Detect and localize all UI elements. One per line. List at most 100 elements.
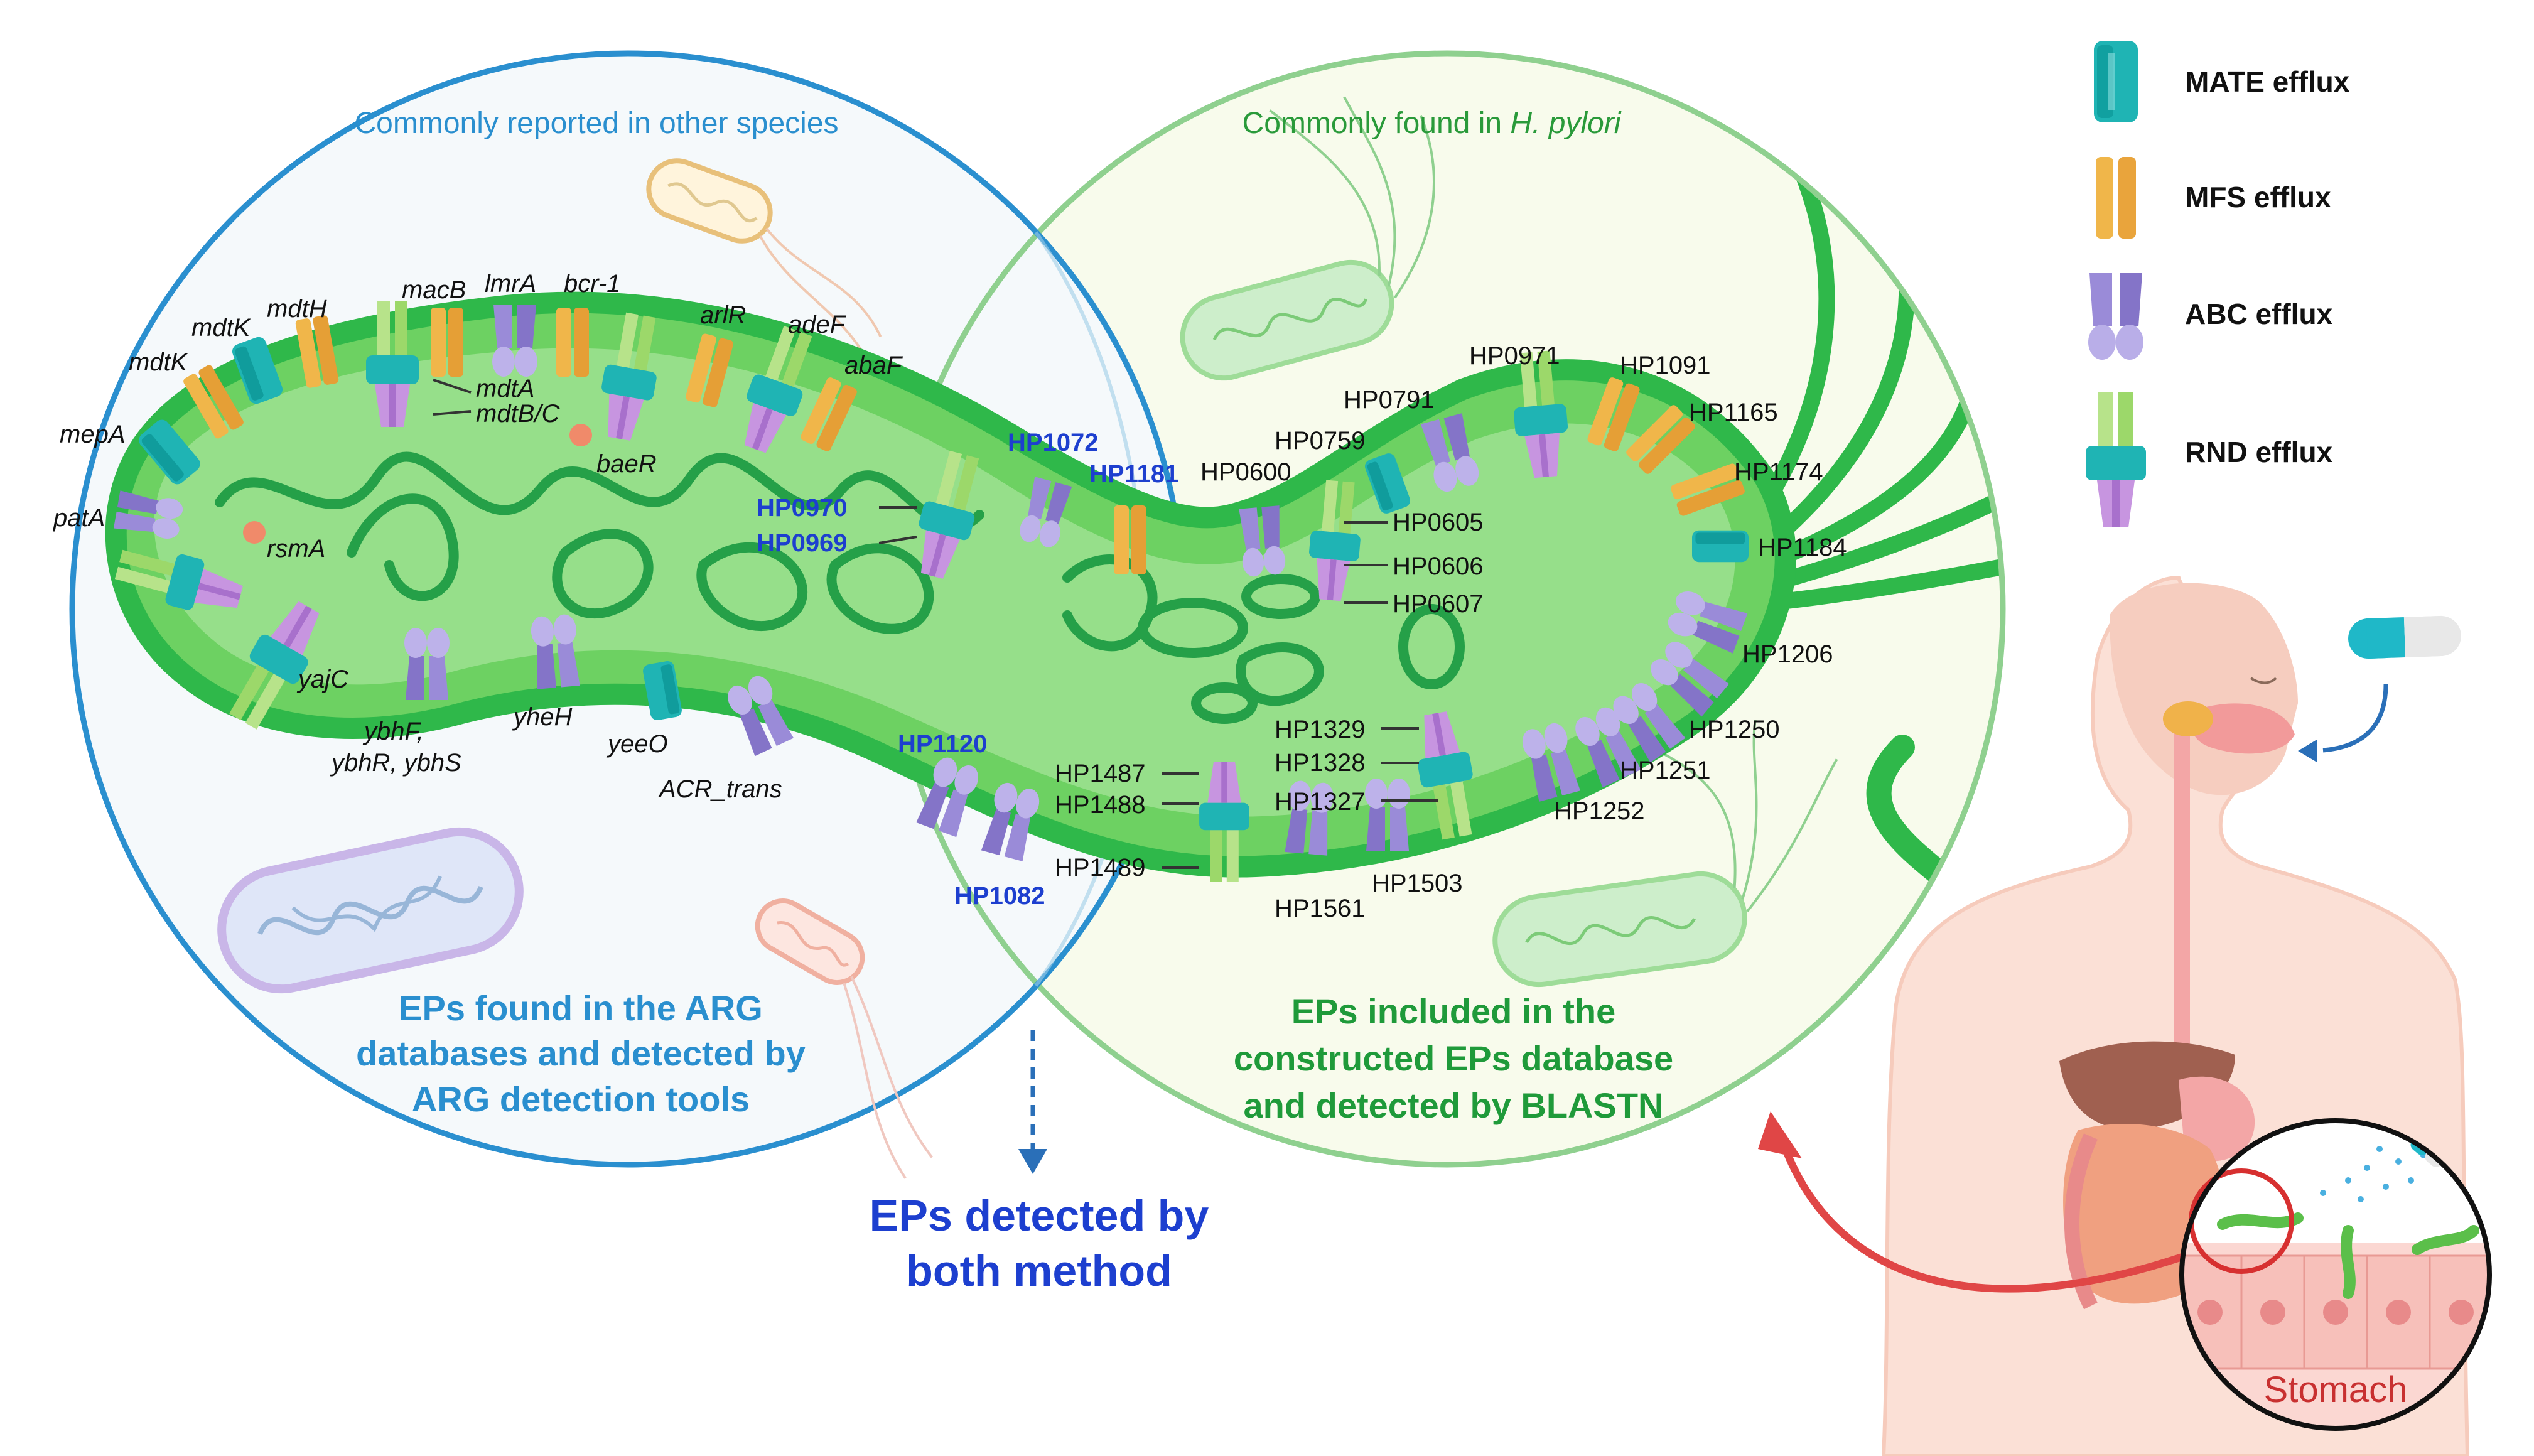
rnd-efflux-pump [744,326,812,453]
gene-label: HP1252 [1554,797,1645,825]
mfs-efflux-pump [1626,405,1695,474]
abc-efflux-pump [1651,642,1729,717]
mate-efflux-icon [2094,41,2138,122]
mfs-efflux-pump [183,365,244,439]
gene-label: abaF [844,352,903,379]
gene-label: ybhR, ybhS [330,749,461,777]
abc-efflux-icon [2088,273,2143,360]
gene-label: HP1561 [1275,895,1366,922]
gene-label-both: HP1181 [1089,460,1178,488]
gene-label: HP1250 [1689,716,1780,743]
caption-line: EPs found in the ARG [399,988,763,1028]
mfs-efflux-pump [801,377,857,451]
main-bacterium [105,291,1796,878]
legend-label: MATE efflux [2185,65,2350,98]
caption-line: constructed EPs database [1234,1038,1673,1078]
gene-label: mepA [60,421,126,448]
mfs-efflux-pump [1114,505,1146,574]
gene-label: HP0971 [1469,342,1560,370]
gene-label: lmrA [485,270,536,298]
mate-efflux-pump [139,419,200,485]
leader-lines [433,379,1438,869]
gene-label: HP0605 [1393,509,1484,536]
rod-bacterium-icon [217,827,524,994]
mate-efflux-pump [1364,453,1411,514]
rnd-efflux-pump [919,450,979,579]
legend-label: ABC efflux [2185,298,2333,330]
eye [2250,677,2277,684]
abc-efflux-pump [1613,682,1686,763]
mate-efflux-pump [643,661,682,720]
mate-efflux-pump [1691,530,1749,563]
abc-efflux-pump [1575,707,1642,788]
abc-efflux-pump [1420,413,1479,492]
pill-arrow [2322,684,2388,753]
gene-label: HP0791 [1344,386,1435,414]
mate-efflux-pump [232,337,283,404]
gene-label: HP0607 [1393,590,1484,618]
gene-label: yheH [512,703,572,731]
rod-bacterium-icon [755,898,934,1179]
decorative-bacteria [217,96,1838,1179]
gene-label-both: HP1082 [954,882,1045,910]
gene-label: yajC [296,666,349,693]
caption-line: databases and detected by [356,1033,806,1073]
bacterium-inner [154,348,1735,817]
rnd-efflux-pump [1514,350,1568,478]
capsule-pill-icon [2348,615,2461,659]
stomach-organ [2179,1076,2255,1162]
gene-label: mdtK [191,314,252,342]
gene-label: yeeO [606,730,668,758]
rod-bacterium-icon [646,158,882,359]
rnd-efflux-pump [601,312,657,441]
abc-efflux-pump [728,676,794,757]
gene-label: HP1251 [1620,757,1711,784]
both-caption: EPs detected by both method [870,1191,1209,1295]
left-circle-title: Commonly reported in other species [354,107,838,140]
salivary-gland [2163,701,2213,736]
abc-efflux-pump [1522,723,1581,802]
caption-line: EPs included in the [1291,991,1616,1031]
gene-label-both: HP0970 [757,494,848,522]
mfs-efflux-pump [295,315,339,388]
abc-efflux-pump [1020,477,1072,547]
mfs-efflux-icon [2096,157,2136,239]
caption-line: both method [906,1246,1172,1295]
gene-label: macB [402,276,466,304]
return-arrow-head [1758,1111,1802,1158]
mfs-efflux-pump [556,308,589,377]
abc-efflux-pump [1239,505,1286,577]
abc-efflux-pump [404,628,450,700]
left-caption: EPs found in the ARG databases and detec… [356,988,806,1119]
mfs-efflux-pump [1671,463,1745,516]
gene-label: bcr-1 [564,270,620,298]
gene-label: mdtK [129,348,189,376]
gene-label: HP1488 [1055,791,1146,819]
gene-label: patA [53,504,105,532]
abc-efflux-pump [492,305,537,377]
h-pylori-icon [1492,720,1838,988]
efflux-pumps [113,301,1749,882]
gene-label: ACR_trans [658,775,782,803]
gene-label: HP1184 [1758,534,1847,561]
rnd-efflux-pump [114,549,243,610]
h-pylori-icon [1180,96,1435,381]
gene-label-both: HP0969 [757,529,848,557]
gene-label: arlR [700,301,746,329]
rnd-efflux-pump [229,601,320,730]
rnd-efflux-pump [1418,711,1473,840]
gene-label: HP1165 [1689,399,1778,426]
gene-label: ybhF, [362,718,424,745]
pill-arrow-head [2298,740,2317,762]
rnd-efflux-pump [366,301,419,427]
mutation-spot [243,521,266,544]
abc-efflux-pump [531,614,580,689]
colon [2064,1133,2098,1310]
right-caption: EPs included in the constructed EPs data… [1234,991,1673,1125]
mfs-efflux-pump [685,333,734,407]
gene-label: rsmA [267,535,325,563]
mfs-efflux-pump [1587,377,1640,451]
return-arrow [1779,1141,2206,1293]
gene-label: HP1503 [1372,870,1463,897]
